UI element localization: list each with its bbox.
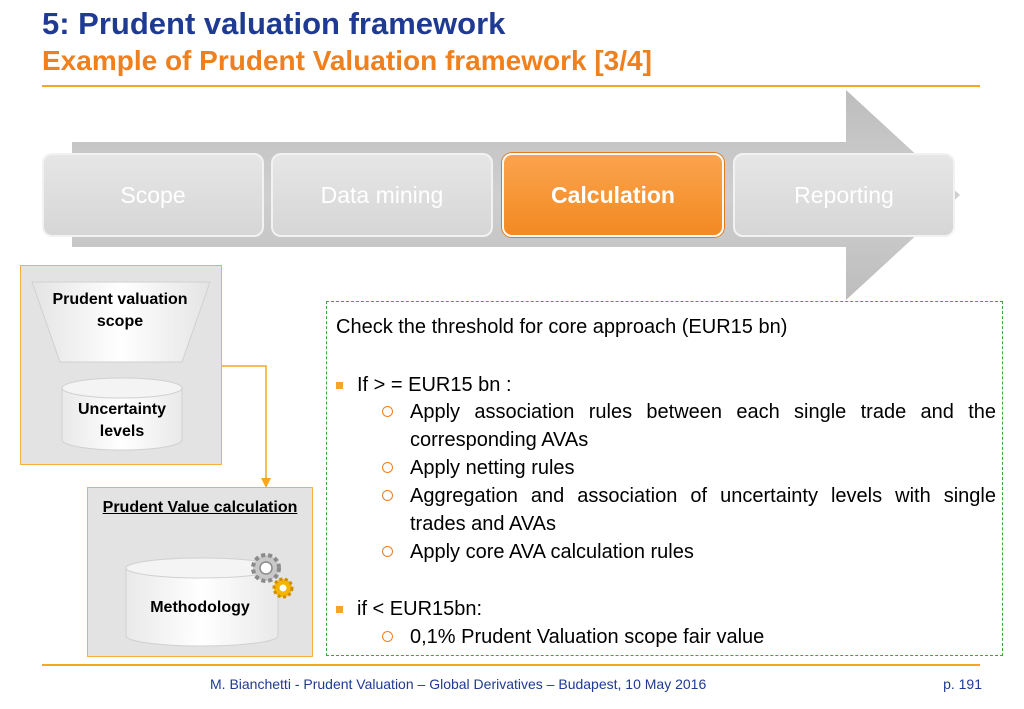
step-calculation-label: Calculation <box>551 181 675 208</box>
ring-bullet-icon <box>382 406 393 417</box>
square-bullet-icon <box>336 606 343 613</box>
step-reporting[interactable]: Reporting <box>733 153 955 237</box>
list-item: Apply core AVA calculation rules <box>382 538 996 566</box>
uncertainty-cylinder-label: Uncertainty levels <box>77 401 167 440</box>
page-number: p. 191 <box>943 676 982 692</box>
ring-bullet-icon <box>382 462 393 473</box>
list-item: Apply netting rules <box>382 454 996 482</box>
methodology-cylinder-label: Methodology <box>150 599 250 616</box>
step-calculation[interactable]: Calculation <box>502 153 724 237</box>
top-divider <box>42 85 980 87</box>
content-box: Check the threshold for core approach (E… <box>326 301 1003 656</box>
bottom-divider <box>42 664 980 666</box>
step-reporting-label: Reporting <box>794 181 894 208</box>
step-scope-label: Scope <box>120 181 186 208</box>
step-data-mining[interactable]: Data mining <box>271 153 493 237</box>
list-item: Aggregation and association of uncertain… <box>382 482 996 538</box>
prudent-value-title: Prudent Value calculation <box>102 499 298 516</box>
slide-title: 5: Prudent valuation framework <box>42 6 506 41</box>
bullet-label: If > = EUR15 bn : <box>357 374 512 396</box>
list-item-text: 0,1% Prudent Valuation scope fair value <box>410 626 765 648</box>
bullet-above-threshold: If > = EUR15 bn : <box>336 374 512 397</box>
list-item: Apply association rules between each sin… <box>382 398 996 454</box>
list-item: 0,1% Prudent Valuation scope fair value <box>382 623 996 651</box>
ring-bullet-icon <box>382 631 393 642</box>
bullet-label: if < EUR15bn: <box>357 598 483 620</box>
connector-line <box>222 365 267 480</box>
ring-bullet-icon <box>382 546 393 557</box>
slide-subtitle: Example of Prudent Valuation framework [… <box>42 45 652 76</box>
bullet-below-threshold: if < EUR15bn: <box>336 598 482 621</box>
square-bullet-icon <box>336 382 343 389</box>
list-item-text: Apply core AVA calculation rules <box>410 541 694 563</box>
footer-text: M. Bianchetti - Prudent Valuation – Glob… <box>210 676 707 692</box>
step-data-mining-label: Data mining <box>320 181 444 208</box>
threshold-intro: Check the threshold for core approach (E… <box>336 316 788 338</box>
list-item-text: Aggregation and association of uncertain… <box>410 485 996 535</box>
list-item-text: Apply association rules between each sin… <box>410 401 996 451</box>
list-item-text: Apply netting rules <box>410 457 575 479</box>
step-scope[interactable]: Scope <box>42 153 264 237</box>
ring-bullet-icon <box>382 490 393 501</box>
scope-trapezoid-label: Prudent valuation scope <box>52 291 188 330</box>
